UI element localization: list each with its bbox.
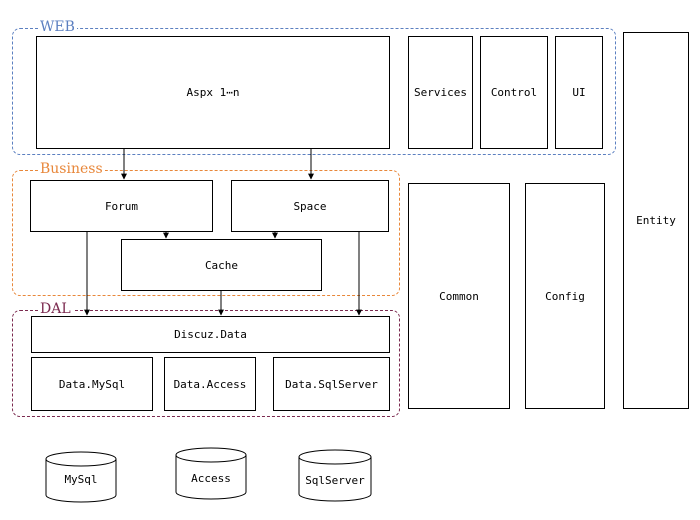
control-box: Control	[480, 36, 548, 149]
sqlserver-label: SqlServer	[305, 474, 365, 487]
entity-box: Entity	[623, 32, 689, 409]
access-database-icon	[175, 447, 247, 500]
ui-box: UI	[555, 36, 603, 149]
web-group	[12, 28, 616, 155]
common-box: Common	[408, 183, 510, 409]
discuz-data-box: Discuz.Data	[31, 316, 390, 353]
dal-group-label: DAL	[38, 301, 73, 317]
data-access-box: Data.Access	[164, 357, 256, 411]
business-group	[12, 170, 400, 296]
space-box: Space	[231, 180, 389, 232]
data-sqlserver-box: Data.SqlServer	[273, 357, 390, 411]
config-box: Config	[525, 183, 605, 409]
services-box: Services	[408, 36, 473, 149]
aspx-box: Aspx 1⋯n	[36, 36, 390, 149]
dal-group	[12, 310, 400, 417]
access-label: Access	[191, 472, 231, 485]
sqlserver-database-icon	[298, 449, 372, 502]
cache-box: Cache	[121, 239, 322, 291]
mysql-database-icon	[45, 451, 117, 503]
web-group-label: WEB	[38, 19, 77, 35]
data-mysql-box: Data.MySql	[31, 357, 153, 411]
mysql-label: MySql	[64, 473, 98, 486]
business-group-label: Business	[38, 161, 105, 177]
forum-box: Forum	[30, 180, 213, 232]
